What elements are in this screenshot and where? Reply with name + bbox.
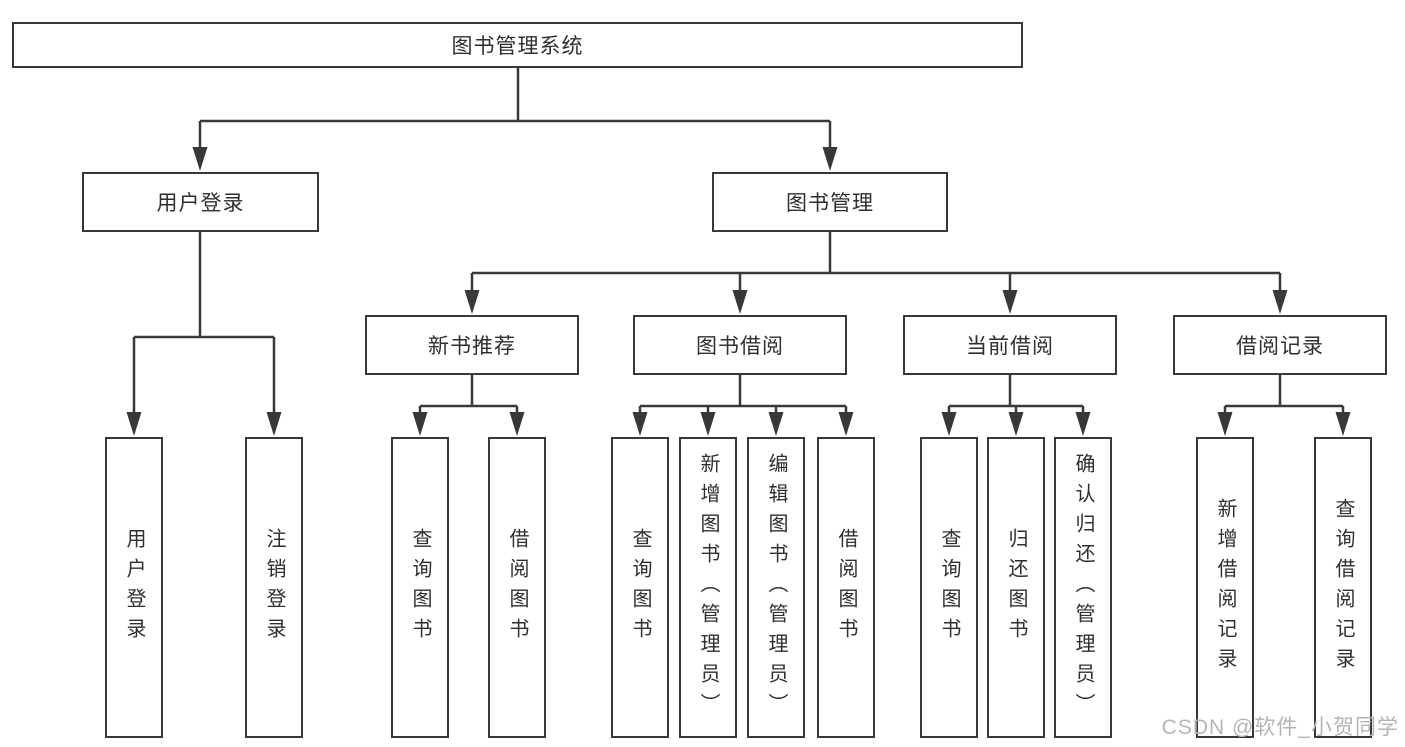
leaf-borrow-books: 借阅图书 [817, 437, 875, 738]
leaf-add-books-admin: 新增图书（管理员） [679, 437, 737, 738]
node-current-borrowing: 当前借阅 [903, 315, 1117, 375]
node-borrowing-records: 借阅记录 [1173, 315, 1387, 375]
leaf-confirm-return-admin: 确认归还（管理员） [1054, 437, 1112, 738]
node-new-book-recommendation: 新书推荐 [365, 315, 579, 375]
node-book-management: 图书管理 [712, 172, 948, 232]
leaf-query-books-current: 查询图书 [920, 437, 978, 738]
leaf-add-borrow-record: 新增借阅记录 [1196, 437, 1254, 738]
leaf-borrow-books-recommend: 借阅图书 [488, 437, 546, 738]
csdn-watermark: CSDN @软件_小贺同学 [1161, 716, 1399, 739]
leaf-edit-books-admin: 编辑图书（管理员） [747, 437, 805, 738]
leaf-user-login: 用户登录 [105, 437, 163, 738]
leaf-logout: 注销登录 [245, 437, 303, 738]
leaf-query-books-borrowing: 查询图书 [611, 437, 669, 738]
node-library-management-system: 图书管理系统 [12, 22, 1023, 68]
leaf-query-borrow-record: 查询借阅记录 [1314, 437, 1372, 738]
leaf-query-books-recommend: 查询图书 [391, 437, 449, 738]
node-user-login: 用户登录 [82, 172, 319, 232]
node-book-borrowing: 图书借阅 [633, 315, 847, 375]
arrowhead-icons [126, 147, 1351, 436]
leaf-return-books: 归还图书 [987, 437, 1045, 738]
